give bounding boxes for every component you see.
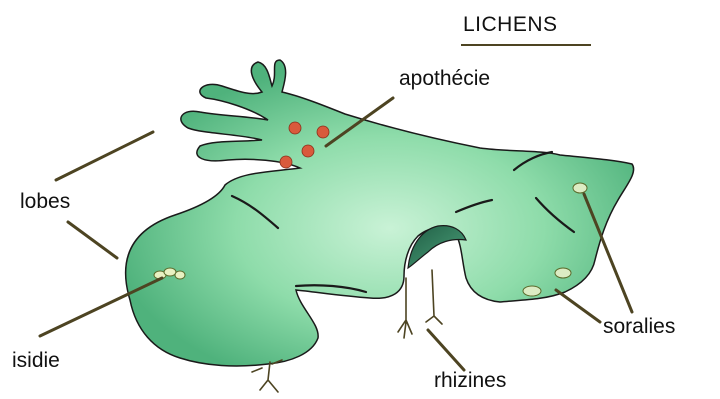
pointer-lobes-bottom [68,222,117,258]
pointer-soralies-bottom [556,290,600,322]
label-soralies: soralies [603,316,675,337]
pointer-lobes-top [56,132,153,180]
pointer-rhizines [428,330,464,370]
title-underline [461,44,591,46]
label-rhizines: rhizines [434,370,506,391]
label-isidie: isidie [12,350,60,371]
diagram-title: LICHENS [463,14,558,35]
label-apothecie: apothécie [399,68,490,89]
label-lobes: lobes [20,191,70,212]
